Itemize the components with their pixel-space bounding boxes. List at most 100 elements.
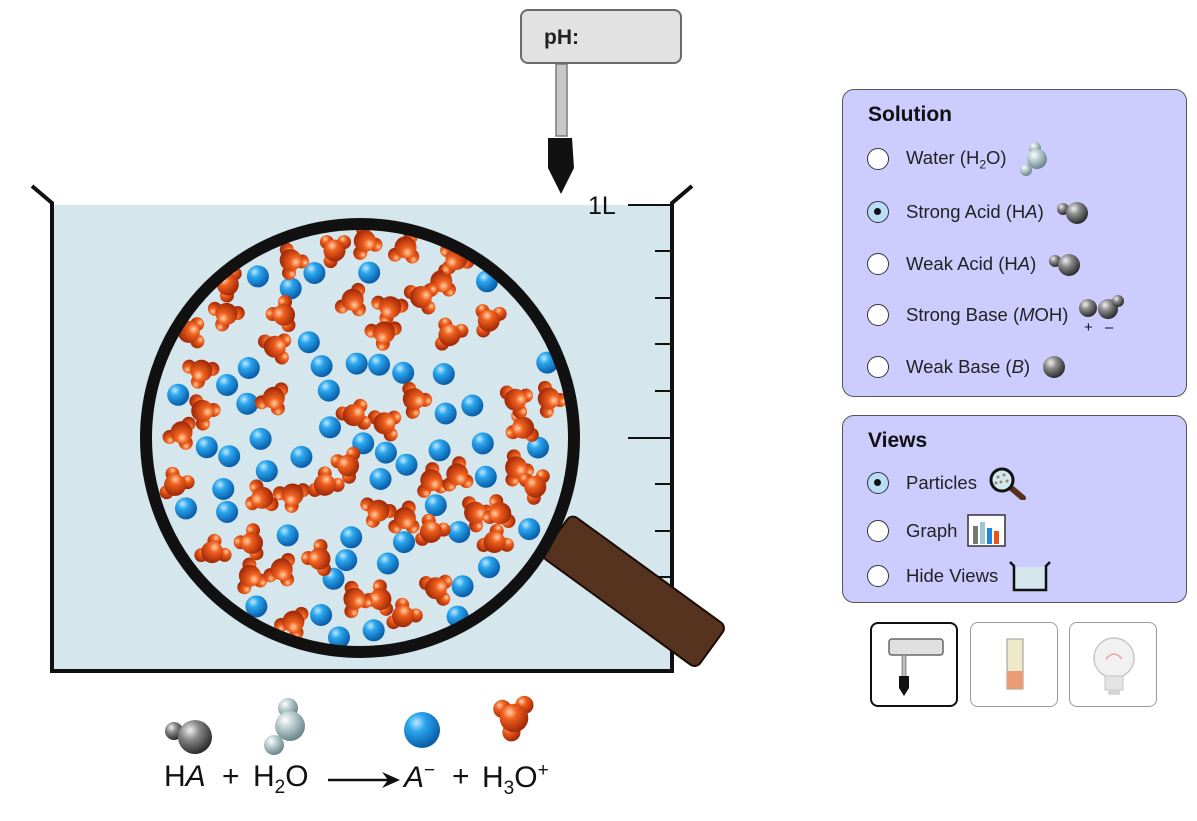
conductivity-tool-button[interactable]: [1069, 622, 1157, 707]
solution-option-weak-acid[interactable]: Weak Acid (HA): [867, 249, 1086, 279]
anion-particle: [451, 575, 474, 598]
ph-meter-display[interactable]: pH:: [520, 9, 682, 64]
anion-particle: [249, 427, 272, 450]
anion-icon: [404, 712, 440, 748]
hydronium-icon: [493, 695, 534, 742]
anion-particle: [319, 416, 341, 439]
water-molecule-icon: [1019, 142, 1047, 176]
ph-paper-icon: [1006, 638, 1024, 690]
ph-probe-rod: [555, 63, 568, 137]
reaction-arrow-icon: [328, 772, 400, 788]
anion-particle: [276, 524, 299, 547]
anion-particle: [448, 521, 471, 543]
solution-option-water[interactable]: Water (H2O): [867, 142, 1051, 176]
anion-particle: [167, 383, 190, 406]
anion-particle: [218, 445, 241, 468]
radio-button[interactable]: [867, 565, 889, 587]
ph-meter-tool-button[interactable]: [870, 622, 958, 707]
anion-particle: [376, 552, 399, 575]
ph-paper-tool-button[interactable]: [970, 622, 1058, 707]
anion-particle: [392, 361, 415, 384]
ph-probe-tip[interactable]: [548, 138, 574, 194]
radio-button[interactable]: [867, 201, 889, 223]
anion-particle: [471, 432, 494, 455]
solution-option-strong-acid[interactable]: Strong Acid (HA): [867, 197, 1094, 227]
solution-panel-title: Solution: [868, 103, 952, 126]
ph-meter-label: pH:: [544, 26, 579, 49]
reaction-molecule-icons: [165, 695, 534, 755]
anion-particle: [328, 626, 350, 649]
view-option-hide-views[interactable]: Hide Views: [867, 561, 1054, 592]
reaction-reactant-1: HA: [164, 760, 206, 793]
anion-particle: [310, 355, 333, 378]
view-option-particles[interactable]: Particles: [867, 467, 1027, 500]
view-option-label: Graph: [906, 520, 958, 541]
anion-particle: [246, 265, 269, 288]
anion-particle: [245, 595, 268, 618]
anion-particle: [236, 392, 259, 415]
view-option-label: Hide Views: [906, 565, 999, 586]
light-bulb-icon: [1093, 637, 1135, 695]
anion-particle: [478, 556, 500, 579]
base-ions-icon: + –: [1079, 295, 1125, 335]
view-option-graph[interactable]: Graph: [867, 514, 1007, 547]
anion-particle: [461, 394, 484, 417]
solution-option-label: Weak Acid (HA): [906, 253, 1037, 274]
anion-particle: [474, 465, 497, 488]
ph-probe-icon: [888, 638, 944, 696]
anion-particle: [434, 402, 457, 425]
anion-particle: [237, 357, 260, 379]
solution-option-strong-base[interactable]: Strong Base (MOH) + –: [867, 295, 1128, 335]
radio-button[interactable]: [867, 253, 889, 275]
radio-button[interactable]: [867, 472, 889, 494]
reaction-plus-2: +: [452, 760, 470, 793]
anion-particle: [335, 549, 358, 572]
reaction-product-1: A−: [404, 760, 436, 794]
solution-option-label: Water (H2O): [906, 146, 1007, 172]
radio-button[interactable]: [867, 520, 889, 542]
views-panel: Views Particles Graph Hide Views: [842, 415, 1187, 603]
anion-particle: [216, 374, 239, 396]
anion-particle: [527, 436, 549, 459]
magnifier-icon: [989, 467, 1026, 500]
anion-particle: [279, 277, 302, 300]
solution-option-weak-base[interactable]: Weak Base (B): [867, 352, 1068, 382]
anion-particle: [290, 445, 313, 468]
bar-graph-icon: [967, 514, 1007, 547]
solution-option-label: Strong Base (MOH): [906, 304, 1069, 325]
acid-molecule-icon: [165, 720, 212, 754]
anion-particle: [340, 526, 363, 549]
anion-particle: [297, 331, 320, 354]
anion-particle: [255, 460, 278, 483]
beaker-volume-label: 1L: [588, 192, 616, 220]
solution-option-label: Weak Base (B): [906, 356, 1031, 377]
solution-panel: Solution Water (H2O) Strong Acid (HA) We…: [842, 89, 1187, 397]
anion-particle: [317, 379, 340, 402]
anion-particle: [175, 497, 197, 520]
radio-button[interactable]: [867, 148, 889, 170]
anion-particle: [374, 441, 397, 464]
anion-particle: [368, 353, 391, 376]
anion-particle: [432, 363, 455, 385]
reaction-plus-1: +: [222, 760, 240, 793]
anion-particle: [395, 453, 418, 476]
beaker-icon: [1009, 561, 1052, 592]
anion-particle: [362, 619, 385, 642]
anion-particle: [393, 531, 415, 554]
weak-base-icon: [1043, 356, 1066, 378]
anion-particle: [428, 439, 451, 462]
radio-button[interactable]: [867, 304, 889, 326]
view-option-label: Particles: [906, 472, 977, 493]
radio-button[interactable]: [867, 356, 889, 378]
anion-particle: [212, 478, 235, 500]
anion-particle: [216, 500, 239, 523]
anion-particle: [303, 262, 326, 284]
acid-molecule-icon: [1049, 254, 1081, 276]
reaction-product-2: H3O+: [482, 760, 549, 799]
solution-option-label: Strong Acid (HA): [906, 201, 1044, 222]
water-molecule-icon: [264, 698, 305, 755]
anion-particle: [369, 468, 392, 490]
magnifier-ring[interactable]: [140, 218, 580, 658]
acid-molecule-icon: [1056, 202, 1088, 224]
